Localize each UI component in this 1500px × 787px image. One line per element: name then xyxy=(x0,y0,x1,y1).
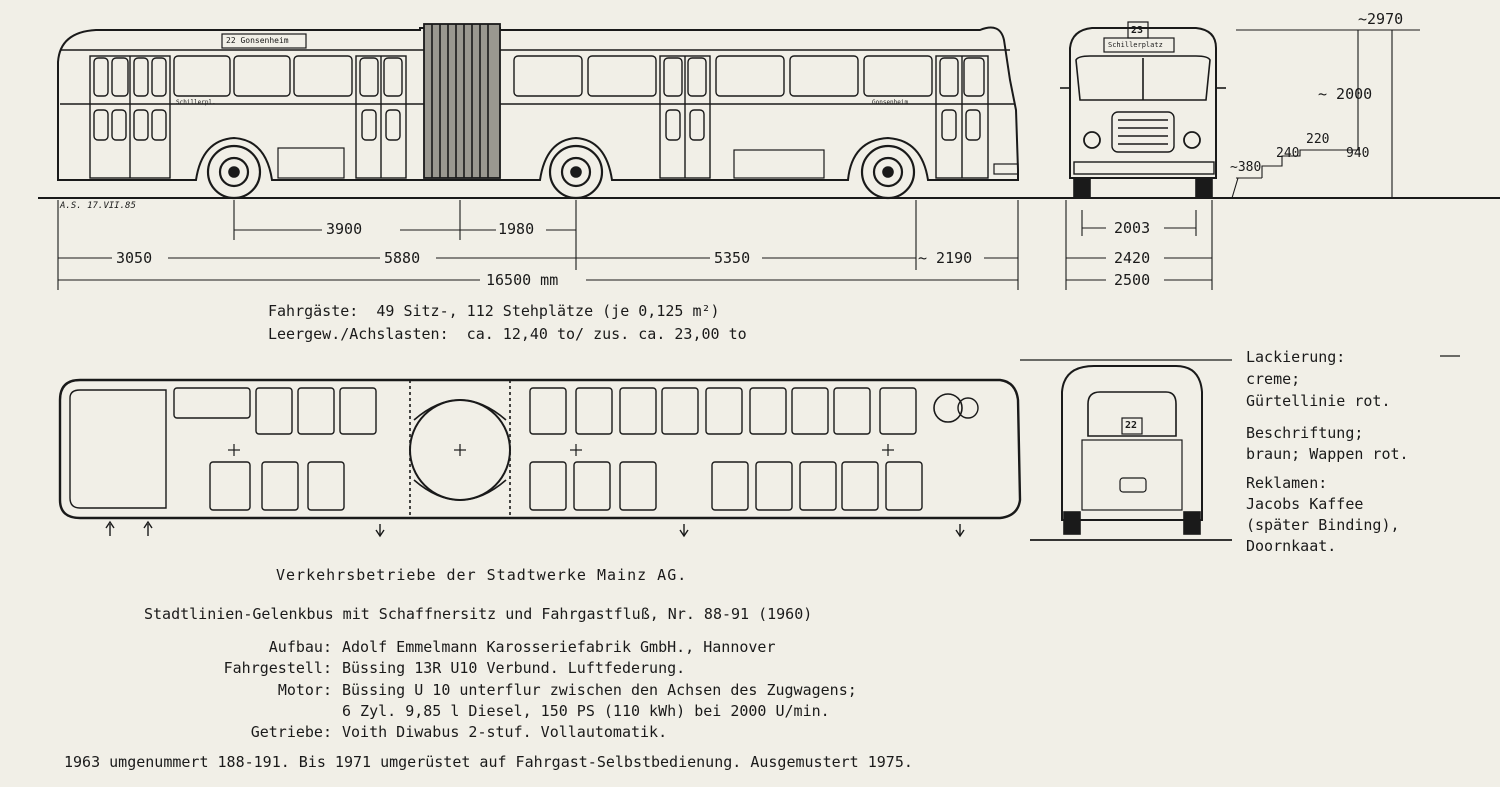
seat-row-top xyxy=(173,387,917,435)
front-windscreen xyxy=(1075,55,1211,101)
livery-line: (später Binding), xyxy=(1246,516,1400,534)
dim-5880: 5880 xyxy=(384,249,421,267)
side-access-panel xyxy=(733,149,825,179)
front-destination-text: Schillerplatz xyxy=(1108,41,1163,49)
side-access-panel xyxy=(277,147,345,179)
spec-label: Aufbau: xyxy=(268,638,332,656)
rear-wheel-left xyxy=(1063,511,1081,535)
spec-value: Voith Diwabus 2-stuf. Vollautomatik. xyxy=(342,723,668,741)
floor-plan xyxy=(58,378,1022,538)
front-route-number: 23 xyxy=(1131,25,1144,36)
dim-2190: ~ 2190 xyxy=(918,249,973,267)
side-label-b: Gonsenheim xyxy=(872,99,909,106)
rear-view-bus xyxy=(1030,365,1232,541)
dim-3050: 3050 xyxy=(116,249,153,267)
side-destination-sign xyxy=(221,33,307,49)
side-windows xyxy=(93,55,985,97)
livery-line: Lackierung: xyxy=(1246,348,1346,366)
dim-2003: 2003 xyxy=(1114,219,1151,237)
capacity-weights: Leergew./Achslasten: ca. 12,40 to/ zus. … xyxy=(268,325,747,343)
side-dimension-lines xyxy=(57,200,1019,290)
dim-height-mid: ~ 2000 xyxy=(1318,85,1373,103)
side-destination-text: 22 Gonsenheim xyxy=(226,36,289,45)
front-bumper-front xyxy=(1073,161,1215,175)
side-wheel-middle xyxy=(548,144,604,200)
side-body-outline xyxy=(57,26,1019,181)
spec-value: Adolf Emmelmann Karosseriefabrik GmbH., … xyxy=(342,638,776,656)
dim-5350: 5350 xyxy=(714,249,751,267)
livery-line: Reklamen: xyxy=(1246,474,1328,492)
history-note: 1963 umgenummert 188-191. Bis 1971 umger… xyxy=(64,753,913,771)
dim-step-940: 940 xyxy=(1346,146,1370,161)
front-wheel-right xyxy=(1195,177,1213,199)
operator-name: Verkehrsbetriebe der Stadtwerke Mainz AG… xyxy=(276,566,688,584)
dim-2500: 2500 xyxy=(1114,271,1151,289)
drafter-signature: A.S. 17.VII.85 xyxy=(60,201,136,211)
steering-wheel xyxy=(933,393,963,423)
dim-step-240: 240 xyxy=(1276,146,1300,161)
side-wheel-rear xyxy=(860,144,916,200)
livery-line: Doornkaat. xyxy=(1246,537,1337,555)
front-route-box xyxy=(1127,21,1149,39)
spec-value: Büssing U 10 unterflur zwischen den Achs… xyxy=(342,681,857,699)
side-label-a: Schillerpl. xyxy=(176,99,216,106)
dim-step-380: ~380 xyxy=(1230,160,1262,175)
side-view-bus xyxy=(38,23,1500,200)
spec-value: 6 Zyl. 9,85 l Diesel, 150 PS (110 kWh) b… xyxy=(342,702,830,720)
front-dimension-lines xyxy=(1065,29,1420,290)
headlight-left xyxy=(1083,131,1101,149)
front-grille xyxy=(1111,111,1175,153)
livery-line: Beschriftung; xyxy=(1246,424,1364,442)
front-view-bus xyxy=(1060,21,1226,199)
dim-1980: 1980 xyxy=(498,220,535,238)
floor-plan-cab xyxy=(69,389,167,509)
rear-window xyxy=(1087,391,1177,437)
rear-wheel-right xyxy=(1183,511,1201,535)
vehicle-title: Stadtlinien-Gelenkbus mit Schaffnersitz … xyxy=(144,605,813,623)
spec-label: Getriebe: xyxy=(250,723,332,741)
side-doors xyxy=(89,55,989,179)
rear-route-number: 22 xyxy=(1125,420,1138,431)
side-wheel-front xyxy=(206,144,262,200)
rear-engine-door xyxy=(1081,439,1183,511)
dim-overall: 16500 mm xyxy=(486,271,559,289)
rear-route-box xyxy=(1121,417,1143,435)
dim-3900: 3900 xyxy=(326,220,363,238)
dim-2420: 2420 xyxy=(1114,249,1151,267)
door-arrows xyxy=(105,520,965,538)
dim-height-total: ~2970 xyxy=(1358,10,1404,28)
spec-value: Büssing 13R U10 Verbund. Luftfederung. xyxy=(342,659,686,677)
spec-label: Fahrgestell: xyxy=(223,659,332,677)
front-wheel-left xyxy=(1073,177,1091,199)
livery-line: Gürtellinie rot. xyxy=(1246,392,1391,410)
front-bumper xyxy=(993,163,1019,175)
dim-step-220: 220 xyxy=(1306,132,1330,147)
livery-line: creme; xyxy=(1246,370,1301,388)
headlight-right xyxy=(1183,131,1201,149)
floor-plan-marks xyxy=(228,444,894,456)
seat-row-bottom xyxy=(209,461,923,511)
livery-line: Jacobs Kaffee xyxy=(1246,495,1364,513)
articulation-bellows xyxy=(423,23,501,179)
livery-line: braun; Wappen rot. xyxy=(1246,445,1409,463)
spec-label: Motor: xyxy=(277,681,332,699)
capacity-passengers: Fahrgäste: 49 Sitz-, 112 Stehplätze (je … xyxy=(268,302,720,320)
